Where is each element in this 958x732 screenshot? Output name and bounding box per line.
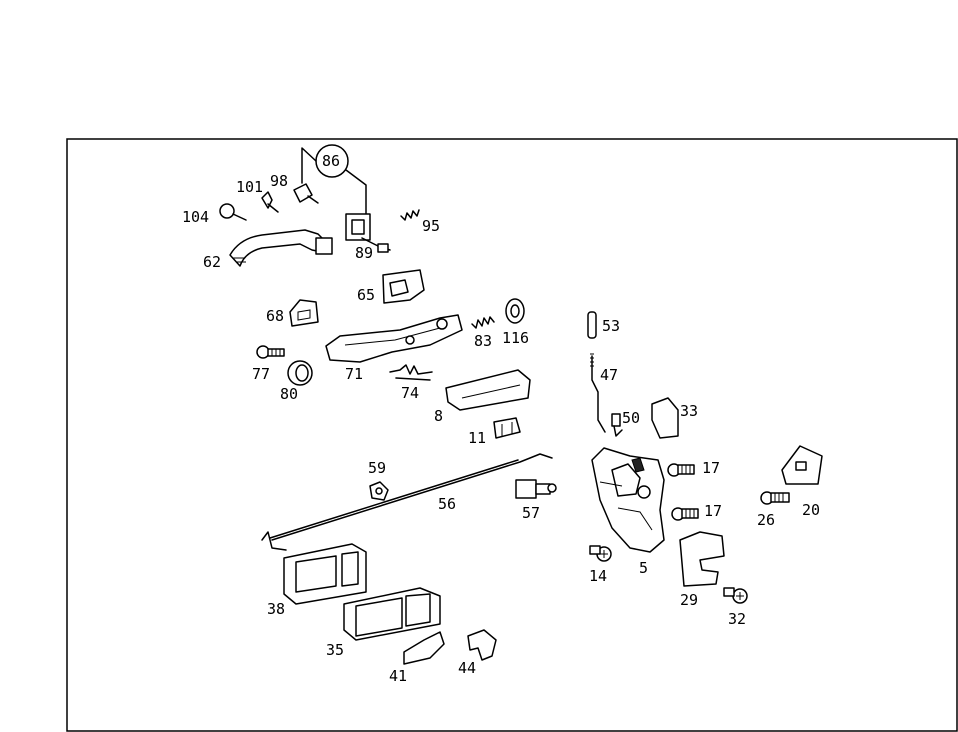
key-98 (293, 183, 319, 204)
label-56: 56 (438, 495, 456, 513)
plate-29 (679, 531, 725, 587)
label-29: 29 (680, 591, 698, 609)
spring-74 (389, 364, 433, 381)
rod-56 (261, 453, 553, 551)
cover-8 (445, 369, 531, 411)
callout-86-group (301, 144, 367, 216)
label-32: 32 (728, 610, 746, 628)
label-44: 44 (458, 659, 476, 677)
label-83: 83 (474, 332, 492, 350)
label-20: 20 (802, 501, 820, 519)
clip-11 (493, 417, 521, 439)
spring-83 (471, 316, 495, 329)
cover-41 (403, 631, 445, 665)
lock-cylinder-89 (345, 213, 391, 253)
door-lock-5 (591, 447, 665, 553)
label-74: 74 (401, 384, 419, 402)
handle-frame-71 (325, 314, 463, 363)
label-77: 77 (252, 365, 270, 383)
rod-47 (590, 353, 606, 433)
label-71: 71 (345, 365, 363, 383)
spring-95 (400, 209, 420, 221)
label-5: 5 (639, 559, 648, 577)
label-86: 86 (322, 152, 340, 170)
label-59: 59 (368, 459, 386, 477)
label-95: 95 (422, 217, 440, 235)
label-33: 33 (680, 402, 698, 420)
label-35: 35 (326, 641, 344, 659)
cover-44 (467, 629, 497, 661)
escutcheon-38 (283, 543, 367, 605)
label-47: 47 (600, 366, 618, 384)
label-26: 26 (757, 511, 775, 529)
screw-17-lower (671, 507, 699, 521)
bushing-116 (505, 298, 525, 324)
screw-14 (589, 545, 612, 562)
label-89: 89 (355, 244, 373, 262)
key-101 (261, 191, 279, 213)
label-17-lower: 17 (704, 502, 722, 520)
label-53: 53 (602, 317, 620, 335)
label-57: 57 (522, 504, 540, 522)
bracket-65 (382, 269, 425, 304)
clip-59 (369, 481, 389, 501)
clip-50 (611, 413, 623, 437)
screw-32 (723, 587, 748, 604)
label-11: 11 (468, 429, 486, 447)
label-101: 101 (236, 178, 263, 196)
label-50: 50 (622, 409, 640, 427)
key-104 (219, 203, 247, 221)
striker-20 (781, 445, 823, 485)
label-65: 65 (357, 286, 375, 304)
label-116: 116 (502, 329, 529, 347)
screw-77 (256, 345, 285, 359)
label-17-upper: 17 (702, 459, 720, 477)
cap-80 (287, 360, 313, 386)
bolt-26 (760, 491, 790, 505)
label-8: 8 (434, 407, 443, 425)
label-14: 14 (589, 567, 607, 585)
clip-68 (289, 299, 319, 327)
clip-57 (515, 479, 557, 499)
label-38: 38 (267, 600, 285, 618)
label-104: 104 (182, 208, 209, 226)
escutcheon-35 (343, 587, 441, 641)
label-68: 68 (266, 307, 284, 325)
label-41: 41 (389, 667, 407, 685)
label-98: 98 (270, 172, 288, 190)
label-62: 62 (203, 253, 221, 271)
outer-handle-62 (229, 229, 333, 267)
pin-53 (587, 311, 597, 339)
label-80: 80 (280, 385, 298, 403)
cover-33 (651, 397, 679, 439)
screw-17-upper (667, 463, 695, 477)
diagram-frame (66, 138, 958, 732)
